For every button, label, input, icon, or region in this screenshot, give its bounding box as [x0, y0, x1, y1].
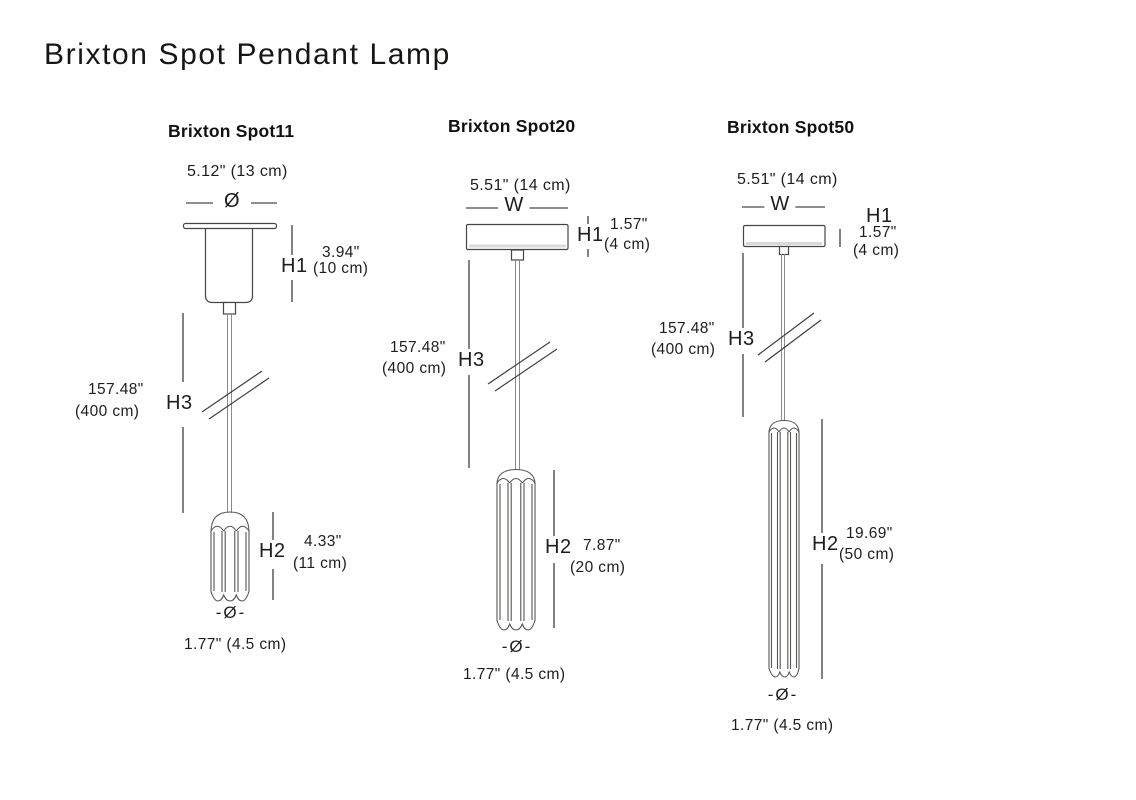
- spot20-h2-inches: 7.87": [583, 537, 621, 554]
- spot11-canopy: [182, 222, 278, 315]
- spot50-shade: [768, 419, 800, 678]
- spot50-h2-metric: (50 cm): [839, 546, 895, 563]
- spot50-h3-metric: (400 cm): [651, 341, 716, 358]
- spot11-bottom-diameter: 1.77" (4.5 cm): [184, 636, 287, 653]
- spot50-h3-label: H3: [726, 328, 757, 351]
- spot11-h3-label: H3: [164, 392, 195, 415]
- spot20-dimension-lines: [466, 207, 589, 628]
- spot50-cord-break-icon: [757, 312, 822, 363]
- spot50-h1-metric: (4 cm): [853, 242, 900, 259]
- spot20-width-symbol: W: [498, 194, 530, 217]
- spot20-h1-label: H1: [575, 224, 606, 247]
- spot50-bottom-diameter-symbol: -Ø-: [767, 685, 799, 704]
- spot20-h3-inches: 157.48": [390, 339, 446, 356]
- spot20-h1-inches: 1.57": [610, 216, 648, 233]
- spot50-title: Brixton Spot50: [727, 117, 855, 137]
- spot50-bottom-diameter: 1.77" (4.5 cm): [731, 717, 834, 734]
- spot20-drawing: [465, 207, 589, 631]
- spot50-canopy: [742, 224, 826, 256]
- spot50-dimension-lines: [742, 206, 841, 679]
- spot11-dimension-lines: [182, 202, 293, 600]
- spot11-top-width: 5.12" (13 cm): [187, 163, 288, 180]
- spot20-bottom-diameter: 1.77" (4.5 cm): [463, 666, 566, 683]
- spot50-h2-label: H2: [810, 533, 841, 556]
- spot11-h1-inches: 3.94": [322, 244, 360, 261]
- spot50-h3-inches: 157.48": [659, 320, 715, 337]
- spot11-h2-metric: (11 cm): [293, 555, 348, 572]
- spot11-cord-break-icon: [201, 370, 270, 420]
- spot20-top-width: 5.51" (14 cm): [470, 177, 571, 194]
- spot20-h2-label: H2: [543, 536, 574, 559]
- spot11-title: Brixton Spot11: [168, 121, 295, 141]
- spot20-cord-break-icon: [487, 341, 558, 392]
- spot11-h2-inches: 4.33": [304, 533, 342, 550]
- spot50-h1-inches: 1.57": [859, 224, 897, 241]
- spot50-top-width: 5.51" (14 cm): [737, 171, 838, 188]
- spot11-cord: [227, 314, 232, 513]
- spot11-h2-label: H2: [257, 540, 288, 563]
- spot20-h2-metric: (20 cm): [570, 559, 626, 576]
- spot20-canopy: [465, 223, 569, 261]
- spot50-h1-label: H1: [864, 205, 895, 228]
- spot11-diameter-symbol: Ø: [218, 190, 246, 213]
- spot50-width-symbol: W: [764, 193, 796, 216]
- spot20-h3-metric: (400 cm): [382, 360, 447, 377]
- spot20-title: Brixton Spot20: [448, 116, 576, 136]
- spot20-h3-label: H3: [456, 349, 487, 372]
- spot11-bottom-diameter-symbol: -Ø-: [215, 603, 247, 622]
- spot50-drawing: [742, 206, 841, 679]
- spot20-h1-metric: (4 cm): [604, 236, 651, 253]
- spot11-h3-inches: 157.48": [88, 381, 144, 398]
- spot11-h1-label: H1: [279, 255, 310, 278]
- spot20-bottom-diameter-symbol: -Ø-: [501, 637, 533, 656]
- spot11-h3-metric: (400 cm): [75, 403, 140, 420]
- spot11-h1-metric: (10 cm): [313, 260, 369, 277]
- spot50-h2-inches: 19.69": [846, 525, 893, 542]
- page-title: Brixton Spot Pendant Lamp: [44, 38, 451, 71]
- spot20-shade: [496, 468, 536, 631]
- spot11-drawing: [182, 202, 293, 602]
- spot11-shade: [210, 511, 250, 602]
